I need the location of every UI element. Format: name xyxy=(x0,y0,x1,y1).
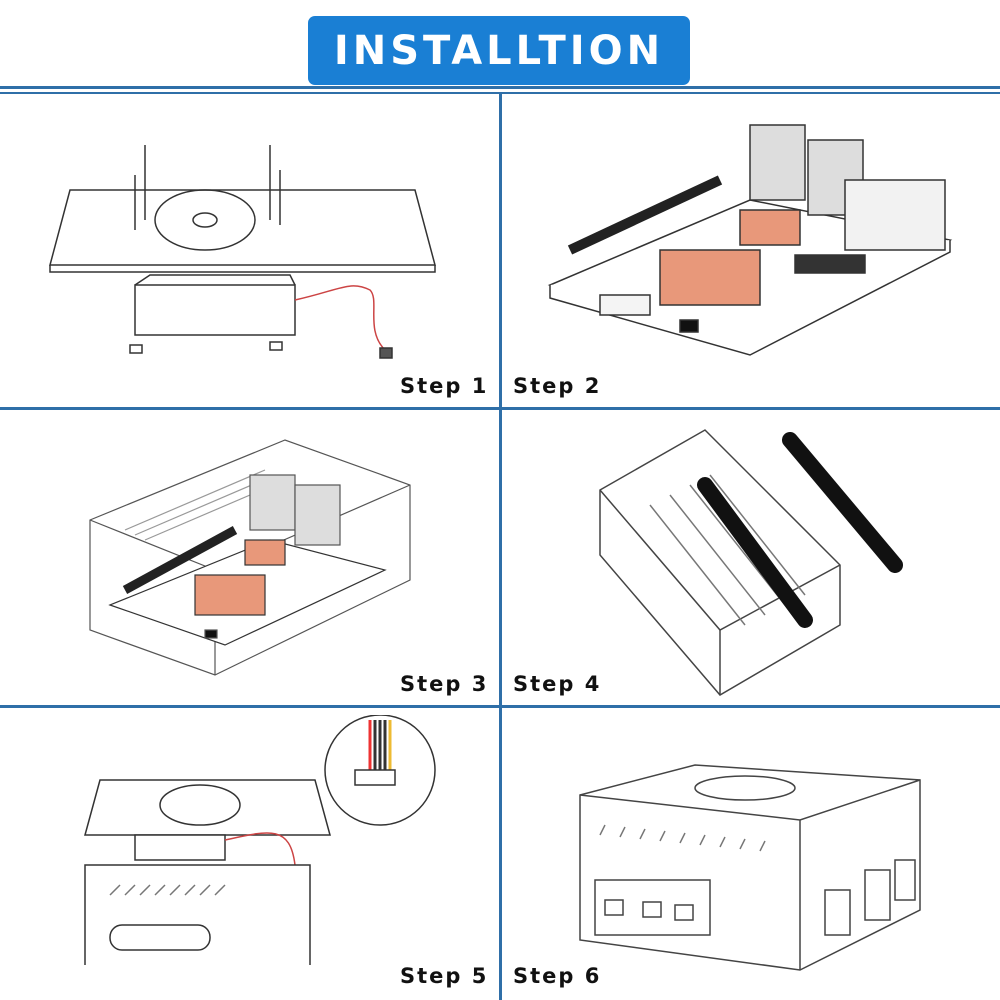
fan-connector-icon xyxy=(70,714,440,971)
fan-plate-assembly-icon xyxy=(40,130,480,370)
board-in-case-icon xyxy=(85,430,415,690)
case-foam-strips-icon xyxy=(595,425,915,700)
step-6-label: Step 6 xyxy=(513,964,602,988)
step-4-label: Step 4 xyxy=(513,672,602,696)
page-title: INSTALLTION xyxy=(308,16,690,85)
divider xyxy=(499,92,502,1000)
step-1-label: Step 1 xyxy=(400,374,489,398)
step-3-label: Step 3 xyxy=(400,672,489,696)
step-5-label: Step 5 xyxy=(400,964,489,988)
divider xyxy=(0,86,1000,89)
step-2-label: Step 2 xyxy=(513,374,602,398)
assembled-case-icon xyxy=(575,760,930,975)
board-heatsink-icon xyxy=(540,120,960,380)
